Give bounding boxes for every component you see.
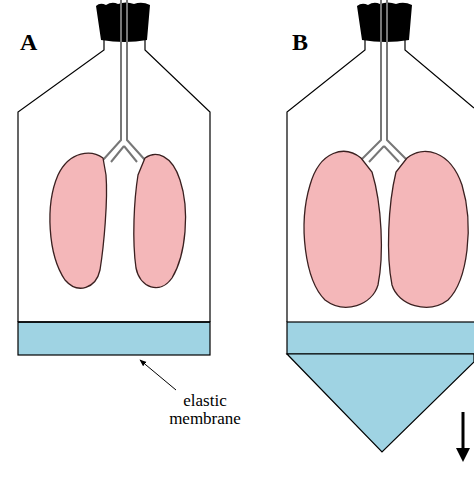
- panel-letter: A: [20, 30, 50, 55]
- lung: [134, 154, 186, 287]
- lung: [304, 151, 381, 307]
- pull-arrow-head: [456, 448, 470, 462]
- elastic-membrane: [18, 322, 210, 355]
- stretched-membrane: [287, 354, 474, 452]
- lung: [389, 151, 469, 307]
- bell-jar-b: [287, 0, 474, 462]
- lung: [50, 153, 107, 288]
- stopper: [96, 3, 150, 43]
- bell-jar-a: [18, 0, 210, 355]
- pull-arrow: [462, 412, 465, 452]
- part-label: elastic membrane: [150, 392, 260, 428]
- elastic-membrane: [287, 322, 474, 354]
- panel-letter: B: [292, 30, 322, 55]
- leader-line: [140, 360, 176, 390]
- stopper: [357, 3, 412, 43]
